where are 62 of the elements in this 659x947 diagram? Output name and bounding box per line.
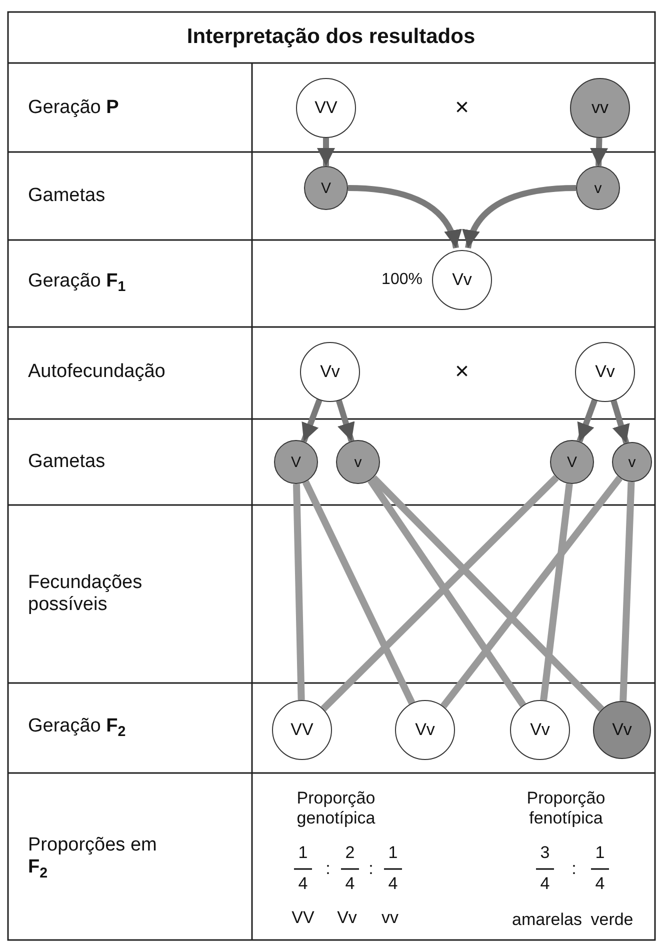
row-label: Geração F$_{1}$ bbox=[28, 270, 126, 296]
ratio-colon: : bbox=[326, 859, 330, 879]
genotype-circle: VV bbox=[296, 78, 356, 138]
phenotype-label: verde bbox=[590, 910, 634, 930]
connector-line bbox=[440, 476, 623, 708]
genotype-label: vv bbox=[382, 908, 398, 928]
connector-line bbox=[293, 484, 305, 700]
arrow bbox=[610, 400, 630, 444]
genotype-circle: Vv bbox=[593, 701, 651, 759]
percentage-label: 100% bbox=[382, 270, 422, 290]
arrow bbox=[317, 138, 335, 166]
connector-line bbox=[620, 482, 635, 702]
fraction-digit: 4 bbox=[595, 874, 605, 894]
gamete-circle: V bbox=[550, 440, 594, 484]
genotype-circle: Vv bbox=[575, 342, 635, 402]
table-title: Interpretação dos resultados bbox=[186, 24, 476, 50]
arrow bbox=[463, 185, 576, 249]
fraction-digit: 1 bbox=[298, 843, 308, 863]
row-label: Proporções em F$_{2}$ bbox=[28, 834, 158, 882]
column-heading: Proporção fenotípica bbox=[526, 788, 606, 828]
fraction-digit: 4 bbox=[388, 874, 398, 894]
multiplication-sign: × bbox=[455, 358, 469, 386]
connector-line bbox=[540, 483, 573, 701]
row-label: Geração F$_{2}$ bbox=[28, 715, 126, 741]
genotype-circle: Vv bbox=[510, 700, 570, 760]
fraction-digit: 3 bbox=[540, 843, 550, 863]
row-label: Gametas bbox=[28, 451, 106, 473]
phenotype-label: amarelas bbox=[512, 910, 582, 930]
gamete-circle: v bbox=[336, 440, 380, 484]
fraction-digit: 1 bbox=[388, 843, 398, 863]
genotype-circle: VV bbox=[272, 700, 332, 760]
arrow bbox=[590, 138, 608, 166]
gamete-circle: V bbox=[274, 440, 318, 484]
arrow bbox=[348, 185, 461, 249]
row-label: Fecundações possíveis bbox=[28, 572, 144, 616]
genotype-circle: Vv bbox=[300, 342, 360, 402]
gamete-circle: v bbox=[612, 442, 652, 482]
row-label: Autofecundação bbox=[28, 361, 166, 383]
fraction-digit: 4 bbox=[540, 874, 550, 894]
fraction-digit: 4 bbox=[298, 874, 308, 894]
fraction-digit: 2 bbox=[345, 843, 355, 863]
connector-line bbox=[320, 475, 559, 712]
row-label: Gametas bbox=[28, 185, 106, 207]
connector-line bbox=[370, 475, 604, 712]
column-heading: Proporção genotípica bbox=[296, 788, 376, 828]
genotype-label: Vv bbox=[337, 908, 357, 928]
connector-line bbox=[367, 478, 526, 708]
genotype-label: VV bbox=[292, 908, 314, 928]
fraction-digit: 1 bbox=[595, 843, 605, 863]
ratio-colon: : bbox=[368, 859, 374, 879]
gamete-circle: V bbox=[304, 166, 348, 210]
arrow bbox=[576, 399, 598, 442]
fraction-digit: 4 bbox=[345, 874, 355, 894]
multiplication-sign: × bbox=[455, 94, 469, 122]
gamete-circle: v bbox=[576, 166, 620, 210]
arrow bbox=[300, 399, 322, 442]
genotype-circle: vv bbox=[570, 78, 630, 138]
ratio-colon: : bbox=[572, 859, 576, 879]
arrow bbox=[336, 400, 355, 442]
genotype-circle: Vv bbox=[395, 700, 455, 760]
row-label: Geração P bbox=[28, 97, 119, 119]
genotype-circle: Vv bbox=[432, 250, 492, 310]
